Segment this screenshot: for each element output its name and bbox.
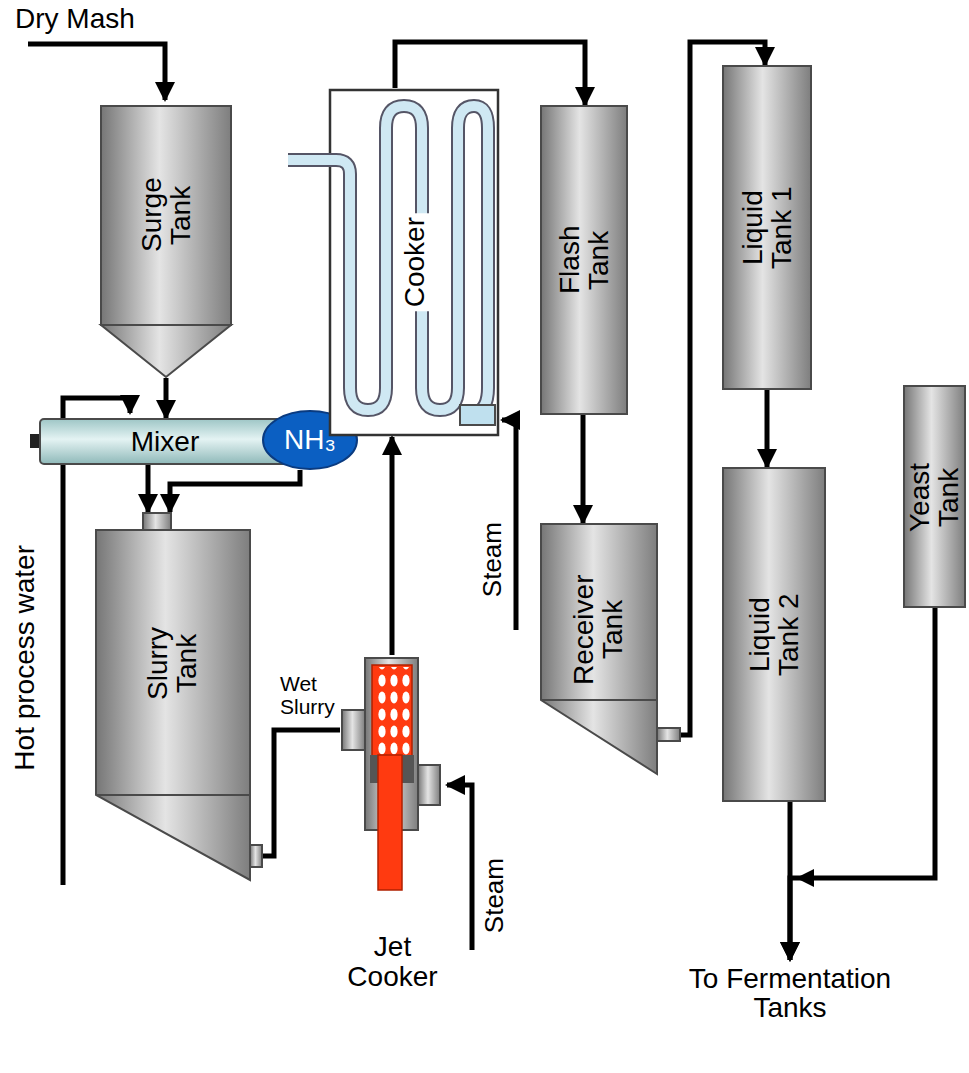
flash-tank: Flash Tank bbox=[540, 105, 628, 415]
steam-line bbox=[447, 785, 472, 950]
node-label: Cooker bbox=[398, 213, 431, 311]
node-label: Jet Cooker bbox=[343, 932, 443, 991]
node-label: Yeast Tank bbox=[905, 447, 964, 547]
flow-label: Dry Mash bbox=[15, 4, 135, 35]
node-label: NH₃ bbox=[284, 425, 336, 454]
liquid-tank: Liquid Tank 2 bbox=[722, 467, 826, 802]
flow-label: Wet Slurry bbox=[280, 672, 342, 718]
liquid-tank: Liquid Tank 1 bbox=[722, 65, 812, 390]
flow-connector bbox=[390, 437, 395, 655]
destination-label: To Fermentation Tanks bbox=[680, 960, 900, 1060]
node-label: Mixer bbox=[131, 427, 199, 456]
flow-connector bbox=[164, 378, 169, 418]
feed-line bbox=[28, 44, 165, 100]
flow-connector bbox=[581, 415, 586, 523]
jet-cooker: Jet Cooker bbox=[340, 655, 445, 995]
flow-label: Steam bbox=[478, 522, 507, 597]
flow-label: Hot process water bbox=[10, 545, 41, 771]
flow-connector bbox=[765, 390, 770, 467]
receiver-tank: Receiver Tank bbox=[540, 523, 680, 775]
node-label: Flash Tank bbox=[555, 210, 614, 310]
yeast-tank: Yeast Tank bbox=[903, 385, 966, 608]
flow-connector bbox=[170, 470, 300, 512]
tank-shape bbox=[95, 512, 262, 882]
flow-connector bbox=[262, 730, 340, 856]
slurry-tank: Slurry Tank bbox=[95, 512, 262, 882]
tank-shape bbox=[288, 88, 500, 437]
flow-connector bbox=[146, 465, 151, 512]
node-label: Liquid Tank 1 bbox=[738, 173, 797, 283]
cooker: Cooker bbox=[288, 88, 500, 437]
surge-tank: Surge Tank bbox=[100, 105, 232, 378]
node-label: Slurry Tank bbox=[143, 608, 202, 718]
node-label: Surge Tank bbox=[137, 160, 196, 270]
flow-label: Steam bbox=[480, 858, 509, 933]
mixer: Mixer bbox=[30, 418, 300, 465]
node-label: To Fermentation Tanks bbox=[680, 964, 900, 1023]
node-label: Liquid Tank 2 bbox=[745, 580, 804, 690]
node-label: Receiver Tank bbox=[569, 567, 628, 692]
